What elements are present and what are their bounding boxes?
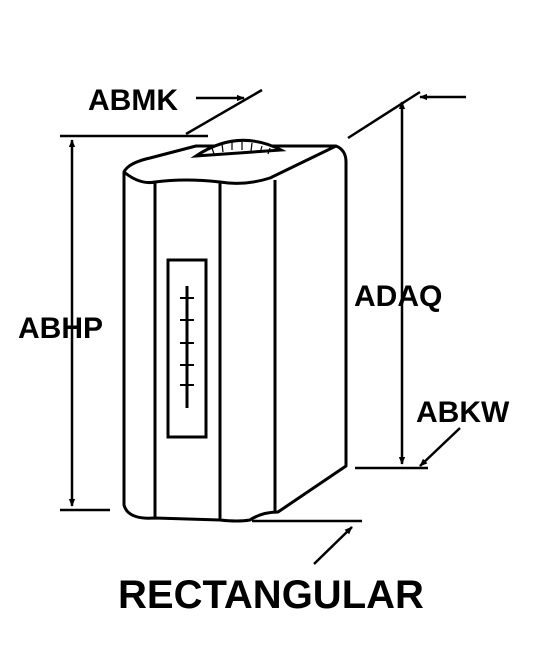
dial-icon [190,138,287,158]
dimension-bottom [252,519,362,565]
dimension-abmk [185,88,263,136]
label-adaq: ADAQ [354,280,442,313]
diagram-title: RECTANGULAR [118,573,424,617]
leader-abkw [419,427,461,467]
leader-bottom [313,526,353,565]
scale-ticks [180,297,194,386]
label-abkw: ABKW [416,396,510,429]
extension-line-adaq-top [347,90,421,140]
block-top-edge [122,144,336,173]
block-outline [122,144,348,523]
dimension-abkw [419,427,461,467]
sight-window [166,258,208,439]
label-abhp: ABHP [18,312,103,345]
dimension-adaq [347,90,466,470]
rectangular-block [122,144,348,523]
label-abmk: ABMK [88,84,178,117]
extension-line-abmk [185,88,263,136]
dimension-abhp [60,134,208,512]
